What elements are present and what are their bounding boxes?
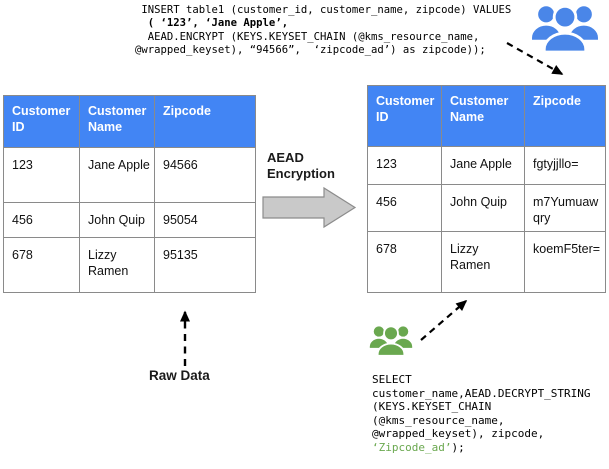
raw-data-label: Raw Data bbox=[149, 368, 210, 383]
enc-table-cell: 678 bbox=[368, 232, 442, 292]
encryption-arrow-icon bbox=[262, 186, 357, 229]
insert-sql-line: AEAD.ENCRYPT (KEYS.KEYSET_CHAIN (@kms_re… bbox=[135, 30, 480, 43]
raw-table-header-customer-name: Customer Name bbox=[80, 96, 155, 148]
select-sql-green-literal: ‘Zipcode_ad’ bbox=[372, 440, 452, 454]
insert-sql-code: INSERT table1 (customer_id, customer_nam… bbox=[135, 4, 511, 58]
select-sql-line: (@kms_resource_name, bbox=[372, 413, 505, 427]
raw-table-header-customer-id: Customer ID bbox=[4, 96, 80, 148]
raw-table-cell: 123 bbox=[4, 148, 80, 203]
select-sql-line: (KEYS.KEYSET_CHAIN bbox=[372, 400, 492, 414]
enc-table-cell: 456 bbox=[368, 185, 442, 232]
raw-table-header-zipcode: Zipcode bbox=[155, 96, 255, 148]
insert-sql-line: INSERT table1 (customer_id, customer_nam… bbox=[135, 4, 512, 16]
raw-table-cell: 95135 bbox=[163, 248, 198, 262]
select-sql-line: @wrapped_keyset), zipcode, bbox=[372, 427, 545, 441]
select-sql-line: ‘Zipcode_ad’); bbox=[372, 440, 465, 454]
select-sql-line: SELECT bbox=[372, 373, 412, 386]
raw-table-cell: 678 bbox=[4, 238, 80, 292]
enc-table-cell: John Quip bbox=[442, 185, 525, 232]
enc-table-header-customer-name: Customer Name bbox=[442, 86, 525, 147]
people-group-icon-green bbox=[369, 325, 413, 357]
insert-sql-line: ( ‘123’, ‘Jane Apple’, bbox=[135, 17, 289, 30]
enc-table-cell: Jane Apple bbox=[442, 147, 525, 185]
people-group-icon-blue bbox=[532, 4, 598, 52]
select-sql-line: customer_name,AEAD.DECRYPT_STRING bbox=[372, 386, 591, 400]
aead-encryption-label: AEAD Encryption bbox=[267, 150, 335, 181]
insert-sql-line: @wrapped_keyset), “94566”, ‘zipcode_ad’)… bbox=[135, 44, 486, 57]
enc-table-header-customer-id: Customer ID bbox=[368, 86, 442, 147]
select-sql-code: SELECT customer_name,AEAD.DECRYPT_STRING… bbox=[372, 373, 591, 455]
enc-table-cell: 123 bbox=[368, 147, 442, 185]
enc-table-cell: fgtyjjllo= bbox=[525, 147, 605, 185]
raw-data-table: Customer ID Customer Name Zipcode 123 Ja… bbox=[3, 95, 256, 293]
encrypted-data-table: Customer ID Customer Name Zipcode 123 Ja… bbox=[367, 85, 606, 293]
enc-table-cell: koemF5ter= bbox=[533, 242, 601, 256]
enc-table-header-zipcode: Zipcode bbox=[525, 86, 605, 147]
raw-table-cell: Lizzy Ramen bbox=[80, 238, 155, 292]
arrow-select-to-encrypted-table bbox=[420, 300, 468, 341]
enc-table-cell: m7Yumuawqry bbox=[525, 185, 605, 232]
raw-table-cell: Jane Apple bbox=[80, 148, 155, 203]
raw-table-cell: 94566 bbox=[155, 148, 255, 203]
enc-table-cell: Lizzy Ramen bbox=[442, 232, 525, 292]
raw-table-cell: 95054 bbox=[155, 203, 255, 238]
raw-table-cell: 456 bbox=[4, 203, 80, 238]
raw-table-cell: John Quip bbox=[80, 203, 155, 238]
